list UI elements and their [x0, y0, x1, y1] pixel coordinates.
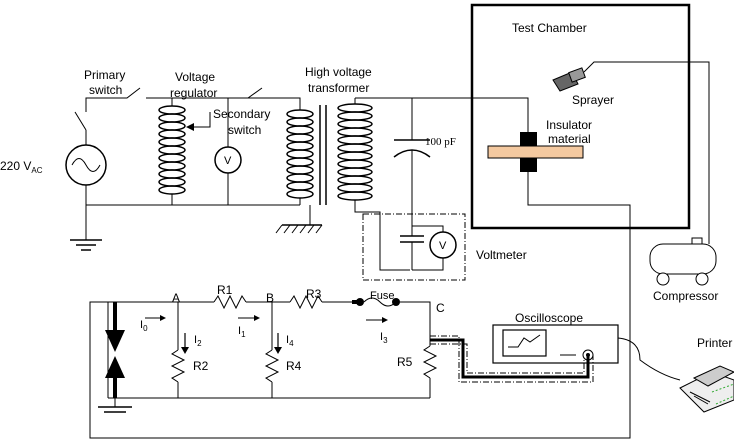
source-voltage-label: 220 VAC [0, 159, 43, 175]
node-a-label: A [172, 291, 180, 305]
test-chamber-box [470, 3, 691, 230]
r3-resistor [289, 294, 323, 310]
node-c-label: C [436, 301, 445, 315]
primary-switch-label-1: Primary [84, 68, 125, 82]
secondary-switch-label-1: Secondary [213, 107, 270, 121]
spark-gap-arrow-down [105, 330, 125, 352]
node-b-label: B [266, 291, 274, 305]
printer-icon [679, 365, 734, 413]
sprayer-hose [583, 61, 710, 244]
top-electrode [520, 132, 537, 146]
sprayer-icon [552, 67, 586, 92]
fuse-icon [363, 297, 397, 307]
r4-resistor [264, 349, 280, 383]
hv-transformer-secondary-coil [337, 103, 373, 201]
i4-arrow [274, 333, 282, 354]
primary-left-switch [74, 111, 87, 131]
i0-arrow [145, 315, 166, 321]
hv-voltmeter-symbol: V [439, 240, 447, 252]
bottom-electrode [520, 158, 537, 172]
i3-arrow [366, 317, 388, 323]
r2-label: R2 [193, 359, 209, 373]
i2-arrow [181, 333, 189, 354]
hv-transformer-primary-coil [286, 109, 314, 199]
i4-label: I4 [286, 334, 294, 348]
test-chamber-label: Test Chamber [512, 21, 587, 35]
r5-resistor [422, 345, 438, 379]
primary-switch [112, 87, 141, 99]
ground-icon-transformer [275, 224, 323, 234]
spark-gap-arrow-up [105, 356, 125, 378]
i3-label: I3 [380, 331, 388, 345]
r1-resistor [213, 294, 247, 310]
i2-label: I2 [194, 334, 202, 348]
r5-label: R5 [397, 355, 413, 369]
fuse-label: Fuse [370, 290, 394, 302]
insulator-label-1: Insulator [546, 118, 592, 132]
r1-label: R1 [217, 283, 233, 297]
hv-transformer-label-1: High voltage [305, 65, 372, 79]
oscilloscope-screen [502, 329, 547, 357]
ground-icon-source [70, 239, 102, 251]
r3-label: R3 [306, 287, 322, 301]
insulator-label-2: material [548, 132, 591, 146]
i0-label: I0 [140, 319, 148, 333]
fuse-left-terminal [356, 298, 364, 306]
compressor-icon [649, 237, 717, 286]
secondary-switch [247, 87, 263, 99]
compressor-label: Compressor [653, 289, 718, 303]
printer-label: Printer [697, 336, 732, 350]
voltmeter-dashed-box [362, 213, 466, 281]
secondary-switch-label-2: switch [228, 123, 261, 137]
hv-transformer-label-2: transformer [308, 81, 369, 95]
r2-resistor [170, 349, 186, 383]
fuse-right-terminal [392, 298, 400, 306]
insulator-material [487, 145, 584, 159]
primary-switch-label-2: switch [89, 83, 122, 97]
sine-wave-icon [71, 158, 101, 172]
regulator-voltmeter-symbol: V [224, 155, 232, 167]
i1-arrow [238, 315, 260, 321]
ground-icon-measurement [98, 406, 132, 413]
voltage-regulator-coil [158, 105, 186, 195]
r4-label: R4 [286, 359, 302, 373]
oscilloscope-label: Oscilloscope [515, 311, 583, 325]
voltmeter-label: Voltmeter [476, 248, 527, 262]
voltage-regulator-label-1: Voltage [175, 70, 215, 84]
voltage-regulator-label-2: regulator [170, 86, 217, 100]
i1-label: I1 [238, 325, 246, 339]
sprayer-label: Sprayer [572, 93, 614, 107]
capacitor-value: 100 pF [425, 136, 456, 148]
